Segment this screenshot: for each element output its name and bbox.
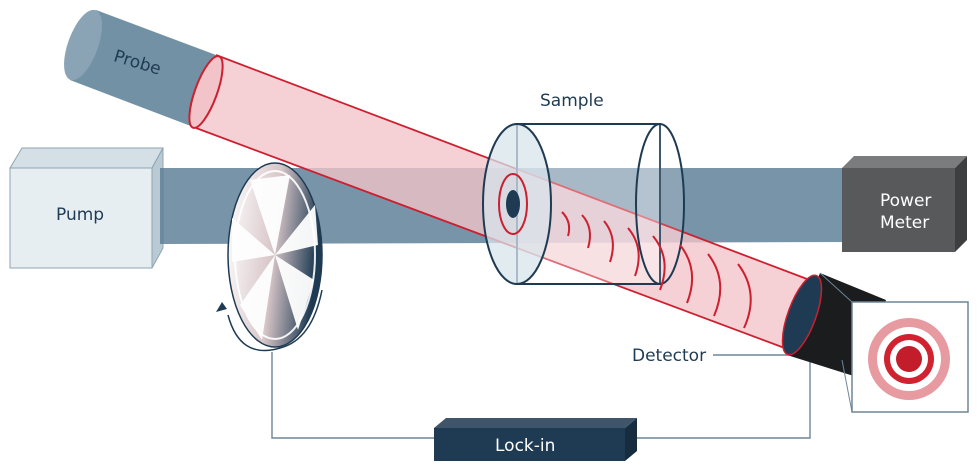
signal-wires bbox=[271, 352, 811, 439]
signal-wavefronts bbox=[561, 211, 752, 329]
sample: Sample bbox=[482, 91, 685, 285]
lock-in-label: Lock-in bbox=[495, 436, 555, 456]
probe-source: Probe bbox=[64, 9, 216, 128]
pump-label: Pump bbox=[56, 205, 104, 225]
power-meter-label-line2: Meter bbox=[880, 213, 929, 233]
power-meter: Power Meter bbox=[842, 156, 967, 252]
lock-in-amplifier: Lock-in bbox=[434, 418, 637, 461]
detector-callout bbox=[819, 272, 969, 413]
chopper-wheel bbox=[216, 162, 323, 352]
detector-label: Detector bbox=[632, 346, 706, 366]
pump-source: Pump bbox=[9, 147, 164, 269]
sample-label: Sample bbox=[540, 91, 604, 111]
power-meter-label-line1: Power bbox=[880, 191, 931, 211]
